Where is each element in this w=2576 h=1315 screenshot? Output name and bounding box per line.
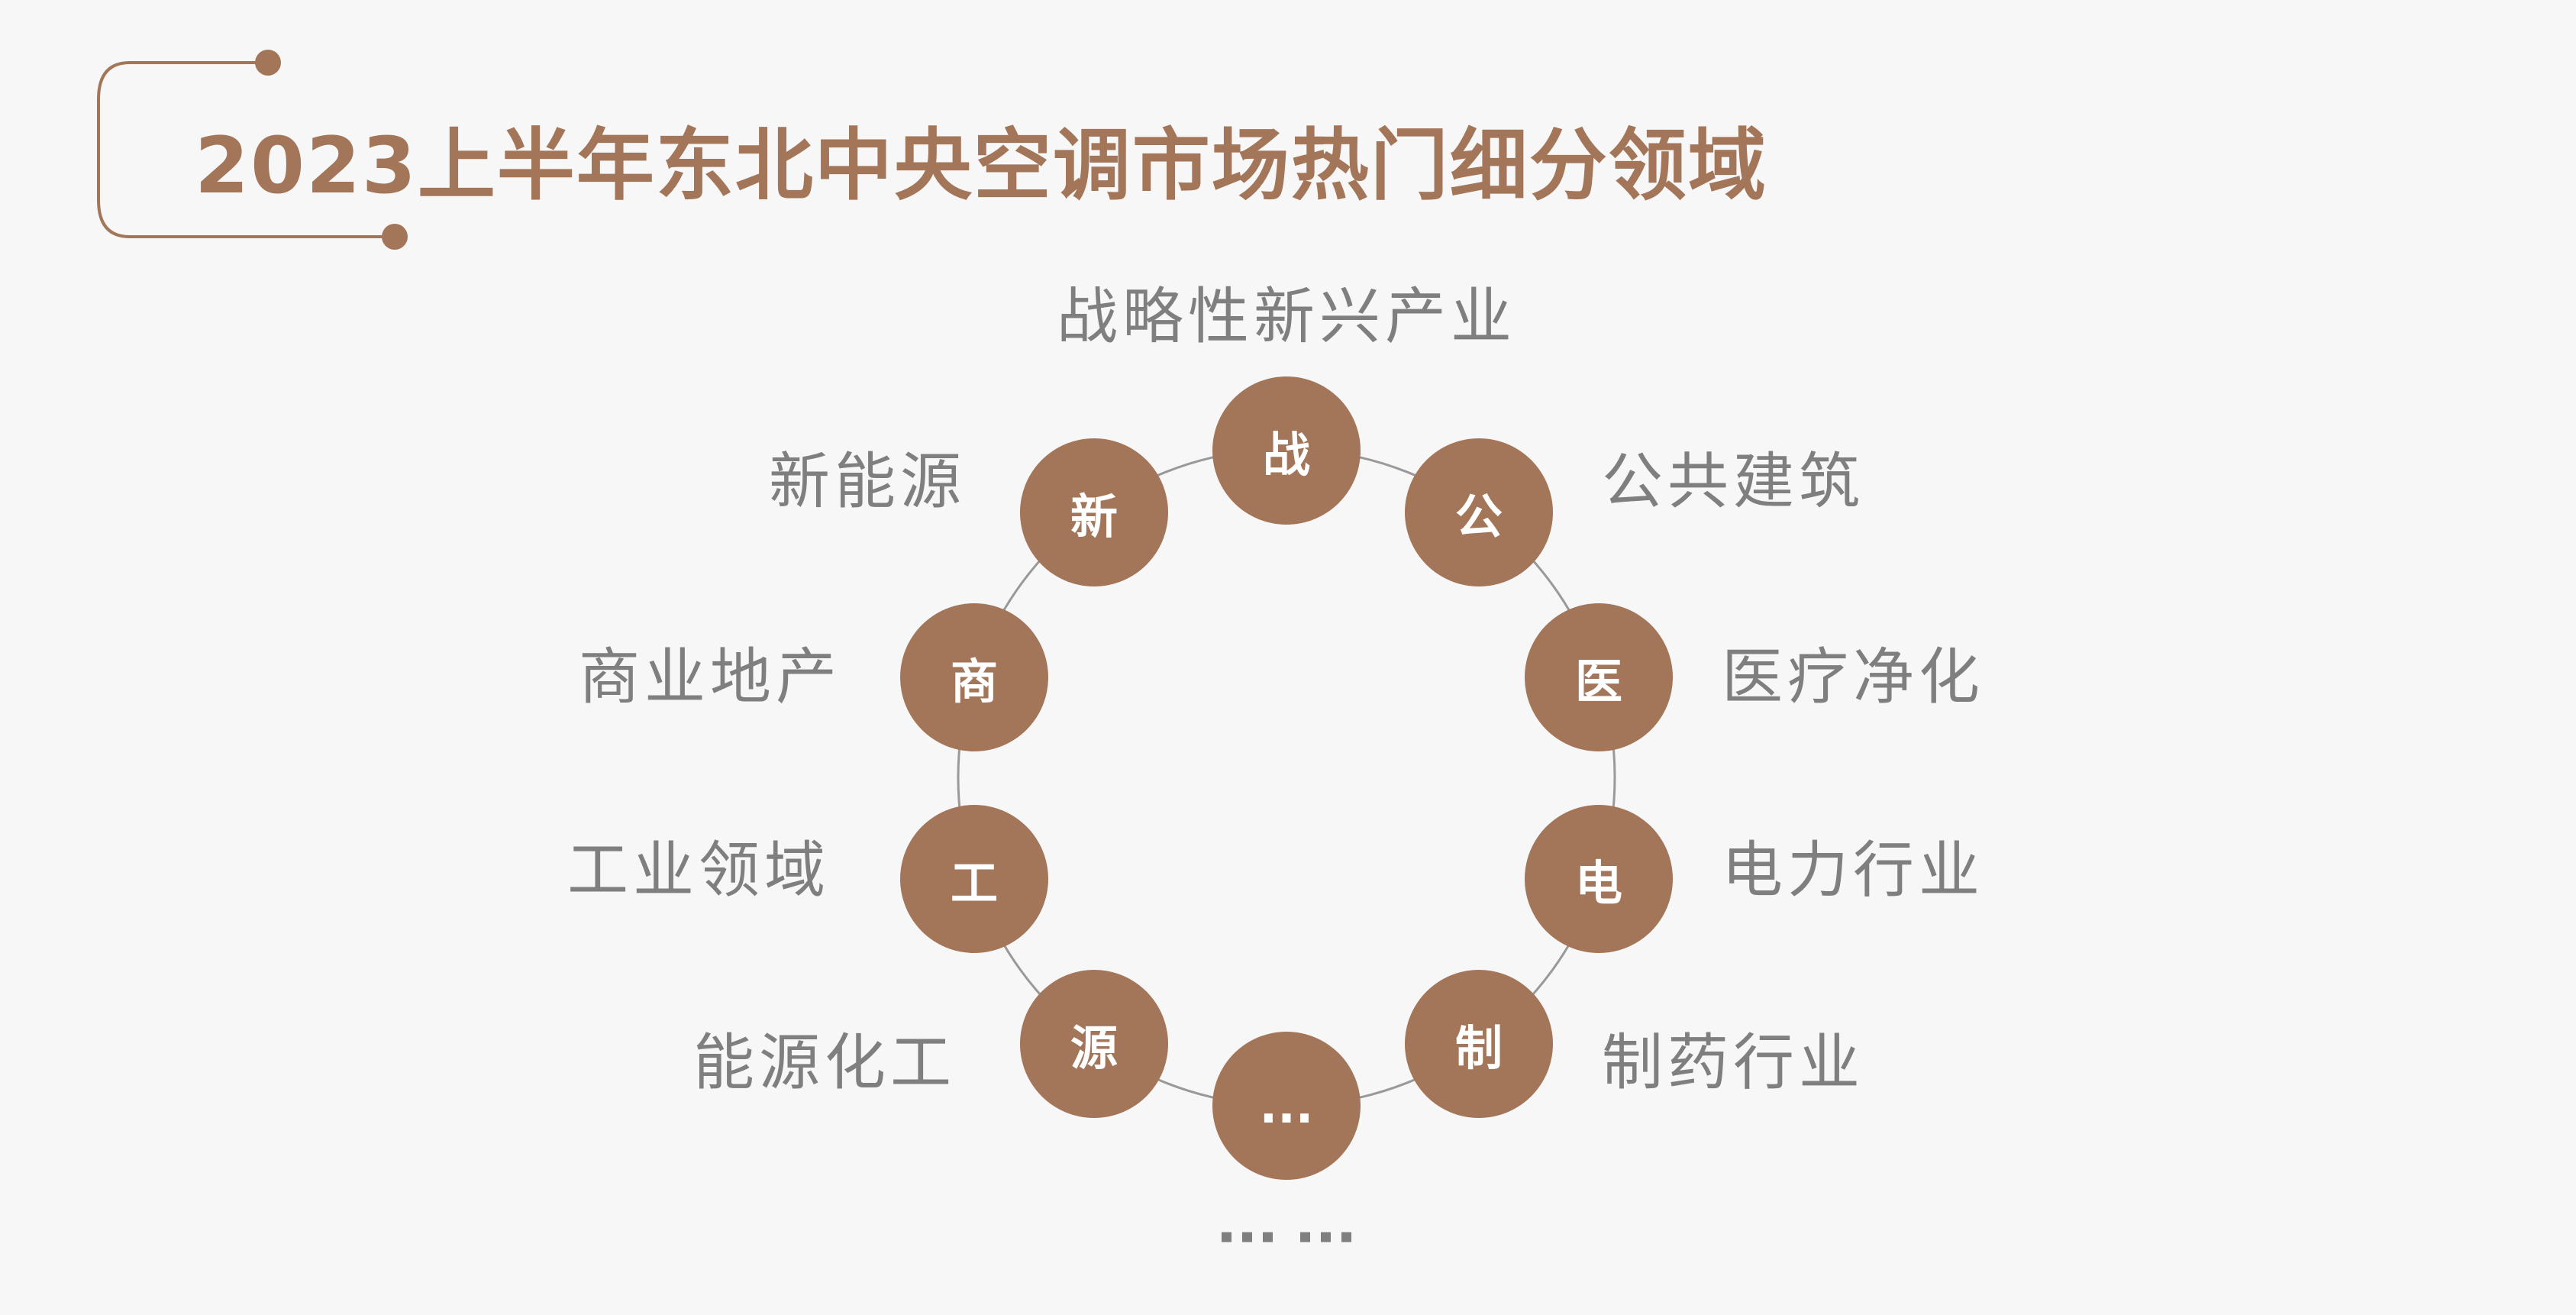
bracket-dot-bottom xyxy=(382,224,408,250)
title-bracket xyxy=(97,61,395,238)
label-industrial: 工业领域 xyxy=(567,835,830,906)
label-public: 公共建筑 xyxy=(1602,446,1864,517)
node-commercial: 商 xyxy=(900,603,1048,751)
node-more: ... xyxy=(1212,1032,1361,1180)
label-medical: 医疗净化 xyxy=(1722,641,1984,712)
node-pharma: 制 xyxy=(1405,970,1553,1118)
node-energy-chem: 源 xyxy=(1020,970,1168,1118)
bracket-dot-top xyxy=(255,50,281,76)
node-new-energy: 新 xyxy=(1020,438,1168,586)
label-new-energy: 新能源 xyxy=(769,446,966,517)
label-energy-chem: 能源化工 xyxy=(693,1027,956,1098)
label-pharma: 制药行业 xyxy=(1602,1027,1864,1098)
label-strategic: 战略性新兴产业 xyxy=(1057,281,1516,352)
label-power: 电力行业 xyxy=(1722,835,1984,906)
node-industrial: 工 xyxy=(900,805,1048,953)
node-power: 电 xyxy=(1525,805,1673,953)
node-strategic: 战 xyxy=(1212,376,1361,525)
ellipsis-marks xyxy=(1222,1232,1351,1242)
node-public: 公 xyxy=(1405,438,1553,586)
node-medical: 医 xyxy=(1525,603,1673,751)
label-commercial: 商业地产 xyxy=(579,641,841,712)
page-title: 2023上半年东北中央空调市场热门细分领域 xyxy=(195,121,1767,212)
